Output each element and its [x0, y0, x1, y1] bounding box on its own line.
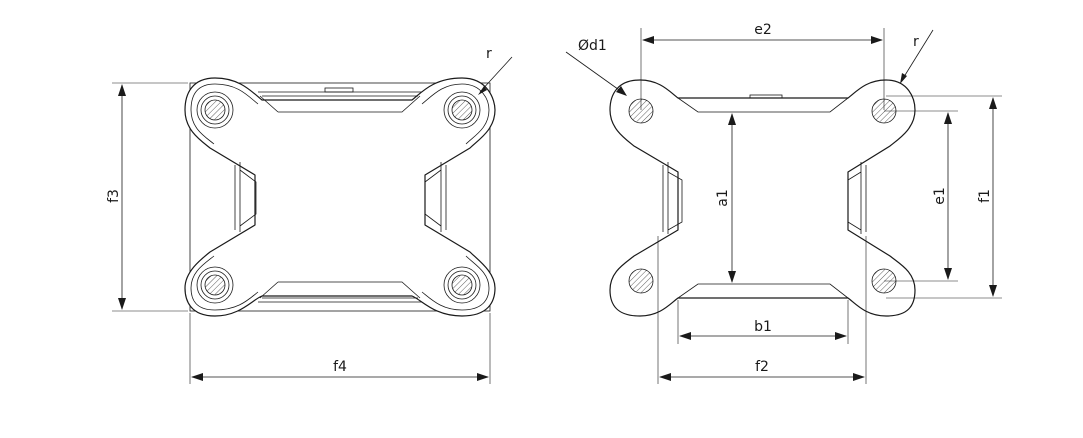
dimension-b1: b1: [677, 300, 849, 344]
dimension-f4: f4: [189, 313, 491, 384]
label-f1: f1: [977, 189, 993, 203]
dimension-e2: e2: [640, 22, 885, 110]
label-r-left: r: [486, 46, 492, 62]
left-channel-flat: [662, 162, 683, 234]
bolt-hole-top-left: [196, 91, 234, 129]
label-e1: e1: [932, 187, 948, 205]
label-r-right: r: [913, 34, 919, 50]
bolt-hole-bottom-right: [443, 266, 481, 304]
top-tab: [324, 87, 354, 93]
leader-d1: Ød1: [565, 38, 627, 96]
leader-r-left: r: [478, 46, 513, 95]
label-b1: b1: [754, 319, 772, 335]
base-plate-outline: [189, 82, 491, 312]
clip-body-flat: [609, 79, 916, 317]
label-a1: a1: [715, 189, 731, 207]
right-channel: [424, 162, 447, 232]
label-d1: Ød1: [578, 38, 607, 54]
dimension-f3: f3: [106, 82, 188, 312]
bolt-hole-top-right: [443, 91, 481, 129]
hole-bottom-left: [628, 268, 654, 294]
clip-body: [184, 77, 496, 317]
top-tab-flat: [749, 94, 783, 99]
dimension-e1: e1: [884, 110, 958, 282]
top-channel-flat: [677, 97, 849, 113]
label-f3: f3: [106, 189, 122, 203]
bolt-hole-bottom-left: [196, 266, 234, 304]
dimension-f1: f1: [886, 95, 1002, 299]
left-view: r f3 f4: [106, 46, 513, 384]
label-f4: f4: [333, 359, 347, 375]
dimension-f2: f2: [657, 236, 867, 384]
label-f2: f2: [755, 359, 769, 375]
leader-r-right: r: [900, 29, 934, 84]
bottom-channel: [258, 281, 422, 303]
clip-body-offset: [190, 83, 490, 311]
bottom-channel-flat: [677, 283, 849, 299]
right-view: Ød1 r e2 a1: [565, 22, 1002, 384]
label-e2: e2: [754, 22, 772, 38]
left-channel: [234, 162, 257, 232]
dimension-a1: a1: [715, 113, 736, 283]
right-channel-flat: [847, 162, 867, 234]
